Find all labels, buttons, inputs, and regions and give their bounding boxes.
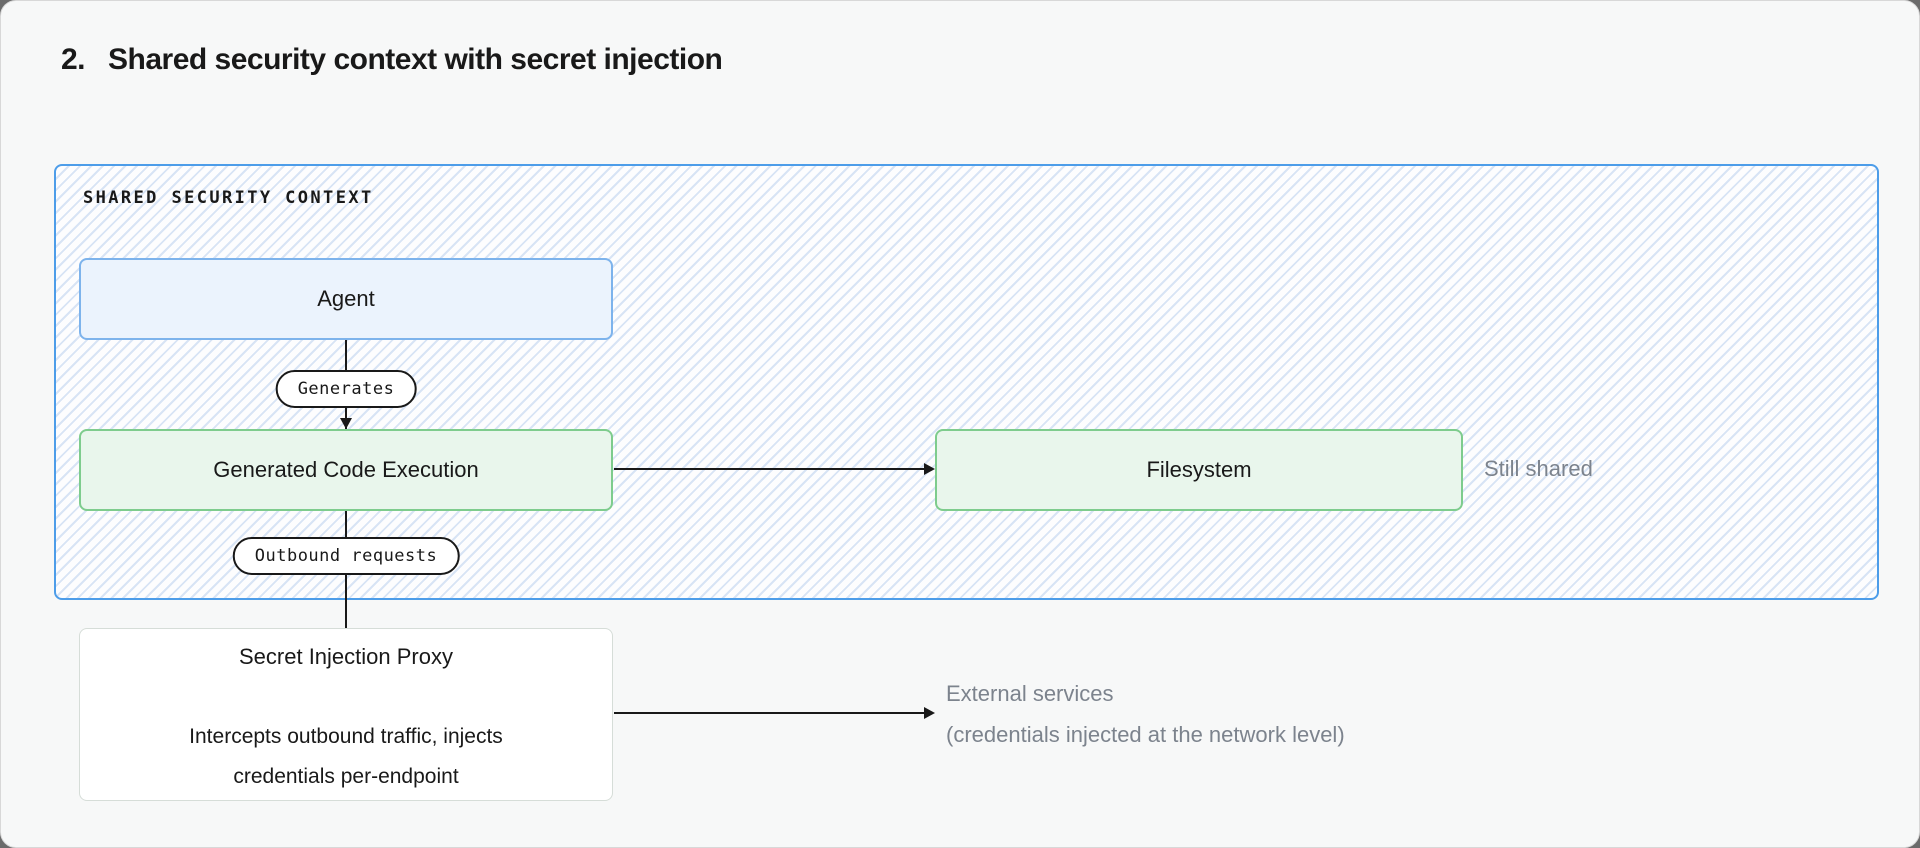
- node-generated-code-execution-label: Generated Code Execution: [213, 457, 479, 482]
- node-generated-code-execution: Generated Code Execution: [79, 429, 613, 511]
- annotation-external-services-line2: (credentials injected at the network lev…: [946, 722, 1345, 747]
- node-secret-injection-proxy-title: Secret Injection Proxy: [239, 644, 453, 669]
- node-filesystem: Filesystem: [935, 429, 1463, 511]
- shared-security-context-label: SHARED SECURITY CONTEXT: [83, 188, 374, 208]
- page-title-number: 2.: [61, 43, 86, 76]
- node-agent: Agent: [79, 258, 613, 340]
- proxy-description-line1: Intercepts outbound traffic, injects: [189, 725, 503, 748]
- edge-gce-to-filesystem: [614, 468, 925, 470]
- proxy-description-line2: credentials per-endpoint: [233, 765, 459, 788]
- annotation-still-shared: Still shared: [1484, 456, 1593, 481]
- node-filesystem-label: Filesystem: [1146, 457, 1252, 482]
- shared-security-context-container: SHARED SECURITY CONTEXT: [54, 164, 1879, 600]
- annotation-external-services: External services (credentials injected …: [946, 673, 1345, 755]
- page-title: 2. Shared security context with secret i…: [61, 43, 723, 77]
- arrowhead-gce-to-filesystem: [924, 463, 935, 475]
- edge-label-outbound-requests: Outbound requests: [232, 537, 460, 575]
- annotation-external-services-line1: External services: [946, 681, 1114, 706]
- node-secret-injection-proxy: Secret Injection Proxy Intercepts outbou…: [79, 628, 613, 801]
- edge-label-generates: Generates: [275, 370, 417, 408]
- node-secret-injection-proxy-description: Intercepts outbound traffic, injects cre…: [80, 717, 612, 797]
- edge-proxy-to-external: [614, 712, 925, 714]
- arrowhead-proxy-to-external: [924, 707, 935, 719]
- page-title-text: Shared security context with secret inje…: [108, 43, 723, 76]
- node-agent-label: Agent: [317, 286, 375, 311]
- arrowhead-agent-to-gce: [340, 418, 352, 429]
